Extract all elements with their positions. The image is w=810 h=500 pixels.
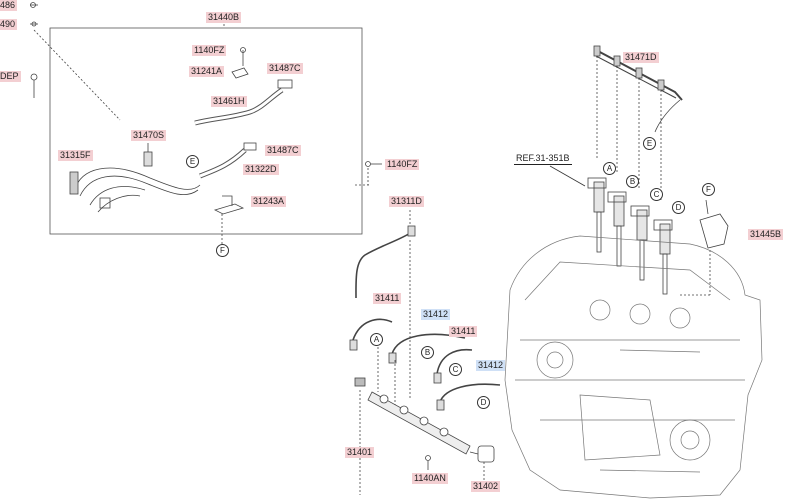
part-label-31315f: 31315F [58,150,93,161]
assembly-box-31440b [49,27,363,235]
injector-2 [607,191,627,267]
injector-1 [587,177,607,253]
part-label-31461h: 31461H [211,96,247,107]
bracket-31243a [213,195,245,215]
bolt-486-icon [30,2,38,8]
part-label-486: 486 [0,0,18,11]
callout-b-pipe: B [421,346,434,359]
harness-31315f [69,167,201,213]
callout-d-injector: D [672,201,685,214]
part-label-31311d: 31311D [389,196,424,207]
part-label-31412-a: 31412 [421,309,451,320]
callout-e-right: E [643,137,656,150]
bolt-1140fz-right-icon [365,161,382,167]
bolt-dep-icon [30,73,38,98]
part-label-31411-b: 31411 [449,326,478,337]
bracket-31445b [699,199,729,249]
pressure-valve-31402 [469,445,495,463]
harness-31471d [593,45,683,200]
part-label-31440b: 31440B [206,12,242,23]
pipe-d [439,383,501,403]
injectors [587,177,673,295]
callout-d-pipe: D [477,396,490,409]
callout-c-injector: C [650,188,663,201]
part-label-31487c-b: 31487C [265,145,301,156]
part-label-31243a: 31243A [251,196,287,207]
part-label-31402: 31402 [471,481,501,492]
clamp-31487c-mid [243,142,257,151]
part-label-1140an: 1140AN [412,473,448,484]
part-label-1140fz-b: 1140FZ [385,159,420,170]
callout-a-injector: A [603,162,616,175]
ref-label-31-351b: REF.31-351B [514,153,572,165]
part-label-31470s: 31470S [131,130,167,141]
bolt-490-icon [30,21,38,27]
sensor-31470s [143,143,153,167]
pipe-a [352,318,393,341]
callout-f-left: F [216,244,229,257]
callout-e-left: E [186,155,199,168]
engine-block [504,235,763,499]
part-label-31401: 31401 [345,447,375,458]
part-label-490: 490 [0,19,18,30]
common-rail-31401 [354,377,471,455]
part-label-31411-a: 31411 [373,293,402,304]
callout-c-pipe: C [449,363,462,376]
callout-f-right: F [702,183,715,196]
part-label-dep: DEP [0,71,21,82]
bolt-1140an-icon [425,455,431,470]
part-label-31241a: 31241A [189,66,225,77]
pipe-31311d [355,231,413,299]
callout-b-injector: B [626,175,639,188]
part-label-31487c-a: 31487C [267,63,303,74]
part-label-31471d: 31471D [623,52,659,63]
bracket-31241a [231,47,249,79]
part-label-31322d: 31322D [243,164,279,175]
part-label-31412-b: 31412 [476,360,506,371]
pipe-c [436,348,473,375]
injector-4 [653,219,673,295]
callout-a-pipe: A [370,333,383,346]
part-label-1140fz-a: 1140FZ [192,45,227,56]
part-label-31445b: 31445B [748,229,784,240]
injector-3 [630,205,650,281]
